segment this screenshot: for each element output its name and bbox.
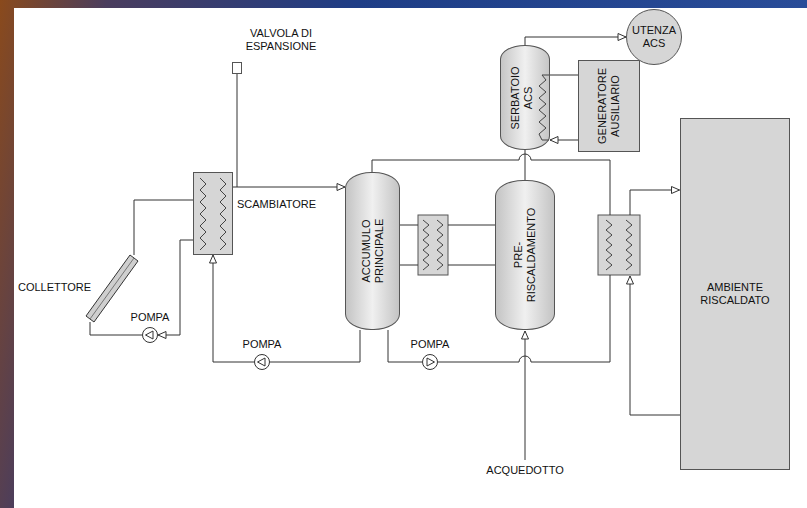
collector-absorber <box>90 258 134 319</box>
pipe-connector <box>550 75 578 76</box>
exchanger-coil <box>423 220 429 270</box>
pipe-connector <box>90 322 142 335</box>
exchanger-fill <box>193 172 233 255</box>
component-label: SCAMBIATORE <box>237 198 316 211</box>
pump-arrow <box>427 358 435 366</box>
exchanger-coil <box>200 178 206 250</box>
dhw-tank: SERBATOIO ACS <box>500 45 550 150</box>
pump-symbol: POMPA <box>254 354 270 370</box>
tank-fill <box>500 45 550 150</box>
inlet-label: ACQUEDOTTO <box>486 464 563 477</box>
storage-tank: ACCUMULO PRINCIPALE <box>345 172 400 330</box>
exchanger-coil <box>626 220 632 270</box>
pipe-connector <box>550 140 578 141</box>
pipe <box>525 331 526 460</box>
heated-room: AMBIENTE RISCALDATO <box>680 118 790 470</box>
heat-exchanger: SCAMBIATORE <box>193 172 233 255</box>
pump-arrow <box>146 331 154 339</box>
dhw-user: UTENZA ACS <box>626 9 682 65</box>
pipe <box>237 74 238 187</box>
heat-exchanger <box>598 215 640 275</box>
pipe <box>630 276 680 415</box>
pipe <box>630 190 680 215</box>
expansion-valve: VALVOLA DI ESPANSIONE <box>232 62 242 74</box>
component-label: POMPA <box>243 338 282 351</box>
auxiliary-boiler: GENERATORE AUSILIARIO <box>578 60 640 152</box>
component-label: POMPA <box>411 338 450 351</box>
component-label: VALVOLA DI ESPANSIONE <box>243 27 319 53</box>
pipe-connector <box>233 187 345 188</box>
pipe-connector <box>525 37 626 45</box>
component-label: COLLETTORE <box>18 281 91 294</box>
pipe <box>400 225 495 265</box>
pump-symbol: POMPA <box>142 327 158 343</box>
exchanger-coil <box>220 178 226 250</box>
pump-arrow <box>258 358 266 366</box>
pump-body <box>423 355 438 370</box>
component-label: PRE- RISCALDAMENTO <box>512 200 538 310</box>
exchanger-coil <box>437 220 443 270</box>
heat-exchanger <box>418 215 448 275</box>
component-label: AMBIENTE RISCALDATO <box>685 281 785 307</box>
pump-body <box>143 328 158 343</box>
component-label: POMPA <box>131 311 170 324</box>
pipe-connector <box>134 200 193 255</box>
pump-symbol <box>142 327 158 343</box>
pipe <box>372 154 610 215</box>
component-label: UTENZA ACS <box>629 24 679 50</box>
pump-symbol <box>422 354 438 370</box>
preheat-tank: PRE- RISCALDAMENTO <box>495 180 555 330</box>
collector-outline <box>86 255 138 322</box>
component-label: ACCUMULO PRINCIPALE <box>360 191 386 311</box>
tank-coil <box>539 75 549 140</box>
component-label: SERBATOIO ACS <box>509 58 535 138</box>
pipe-connector <box>270 330 360 362</box>
pipe-connector <box>525 150 526 180</box>
slide-panel <box>14 8 807 508</box>
pump-symbol: POMPA <box>422 354 438 370</box>
pump-body <box>255 355 270 370</box>
exchanger-coil <box>606 220 612 270</box>
component-label: GENERATORE AUSILIARIO <box>596 64 622 148</box>
pump-symbol <box>254 354 270 370</box>
